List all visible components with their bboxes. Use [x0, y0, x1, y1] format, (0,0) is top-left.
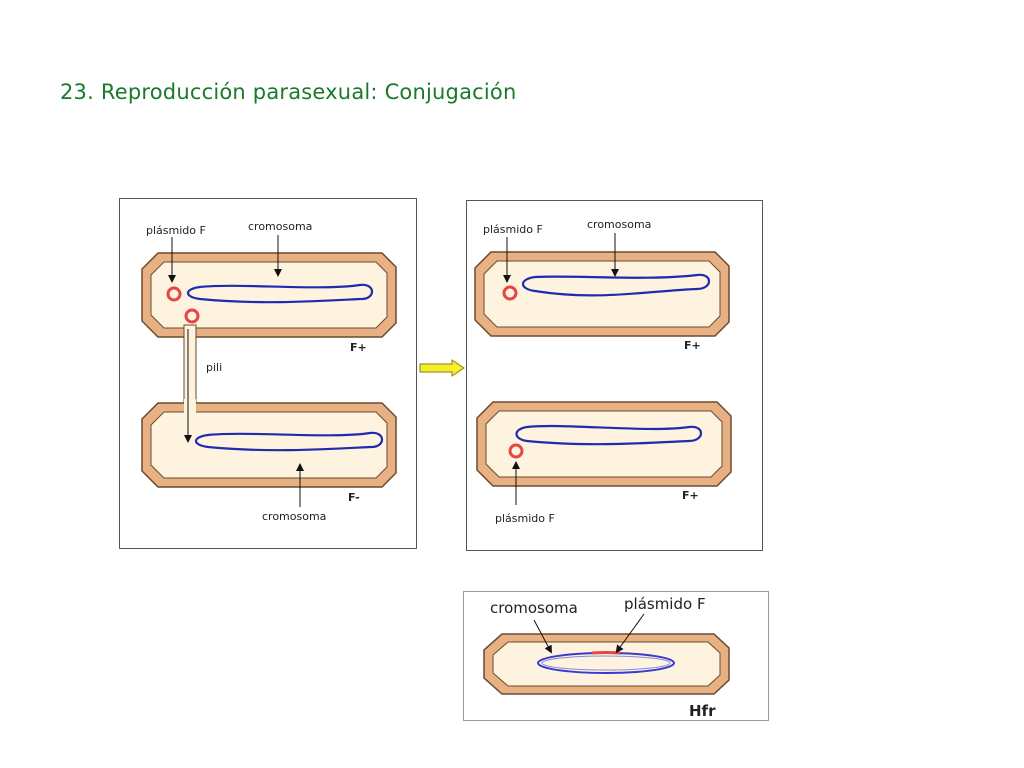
- plasmid-circle: [166, 286, 182, 302]
- cell-f-minus-recipient: [141, 402, 397, 488]
- label-cell-type: F+: [682, 489, 699, 502]
- chromosome-loop-integrated: [541, 655, 671, 671]
- label-plasmid-f: plásmido F: [483, 223, 543, 236]
- label-cell-type: F+: [684, 339, 701, 352]
- pointer-arrow: [533, 619, 552, 654]
- plasmid-segment-integrated: [591, 651, 621, 655]
- label-pili: pili: [206, 361, 222, 374]
- label-chromosome: cromosoma: [248, 220, 312, 233]
- panel-hfr: cromosoma plásmido F Hfr: [463, 591, 769, 721]
- panel-left-svg: plásmido F cromosoma F+ pili F- cromosom…: [141, 220, 397, 523]
- chromosome-loop: [521, 273, 711, 297]
- page-title: 23. Reproducción parasexual: Conjugación: [60, 80, 517, 104]
- panel-right-svg: plásmido F cromosoma F+ F+ plásmido F: [474, 218, 732, 525]
- plasmid-circle: [502, 285, 518, 301]
- panel-conjugation-after: plásmido F cromosoma F+ F+ plásmido F: [466, 200, 763, 551]
- label-plasmid-f: plásmido F: [624, 595, 706, 613]
- plasmid-circle: [508, 443, 524, 459]
- cell-f-plus-donor: [141, 252, 397, 338]
- chromosome-loop: [515, 424, 703, 446]
- label-chromosome: cromosoma: [587, 218, 651, 231]
- label-cell-type: F+: [350, 341, 367, 354]
- transition-arrow: [419, 359, 465, 377]
- panel-hfr-svg: cromosoma plásmido F Hfr: [483, 595, 730, 720]
- chromosome-loop: [186, 283, 374, 304]
- chromosome-loop: [194, 431, 384, 452]
- cell-hfr: [483, 633, 730, 695]
- pointer-arrow: [615, 613, 645, 654]
- label-plasmid-f: plásmido F: [146, 224, 206, 237]
- panel-conjugation-before: plásmido F cromosoma F+ pili F- cromosom…: [119, 198, 417, 549]
- plasmid-circle-transferring: [184, 308, 200, 324]
- label-cell-type: Hfr: [689, 702, 716, 720]
- label-plasmid-f: plásmido F: [495, 512, 555, 525]
- label-chromosome: cromosoma: [262, 510, 326, 523]
- cell-f-plus: [474, 251, 730, 337]
- label-cell-type: F-: [348, 491, 360, 504]
- label-chromosome: cromosoma: [490, 599, 578, 617]
